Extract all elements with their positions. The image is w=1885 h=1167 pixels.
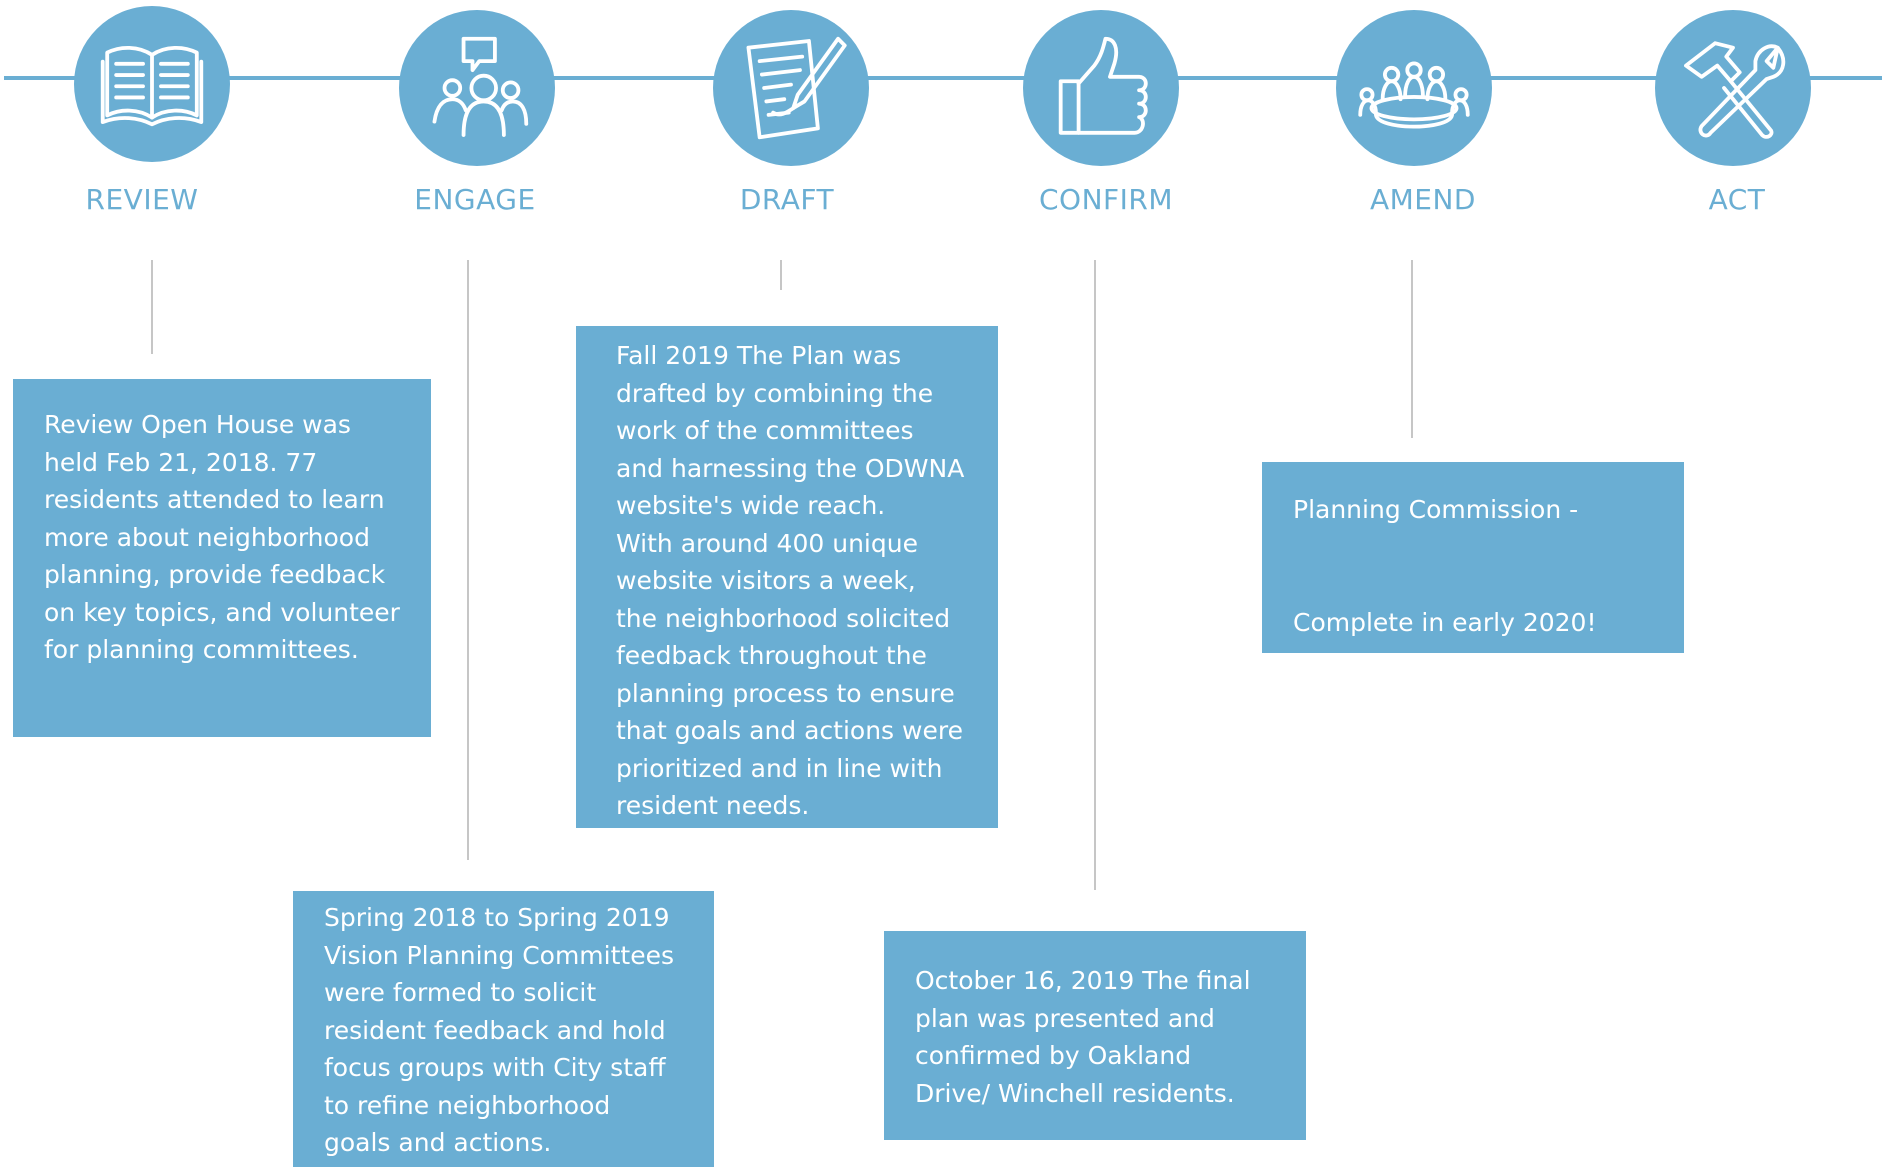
confirm-step-circle (1023, 10, 1179, 166)
step-label-act: ACT (1708, 183, 1766, 216)
confirm-info-box: October 16, 2019 The final plan was pres… (884, 931, 1306, 1140)
review-info-box: Review Open House was held Feb 21, 2018.… (13, 379, 431, 737)
draft-connector (780, 260, 782, 290)
open-book-icon (100, 45, 204, 127)
draft-info-box: Fall 2019 The Plan was drafted by combin… (576, 326, 998, 828)
engage-info-box: Spring 2018 to Spring 2019 Vision Planni… (293, 891, 714, 1167)
act-step-circle (1655, 10, 1811, 166)
people-discussion-icon (432, 36, 529, 137)
step-label-draft: DRAFT (739, 183, 835, 216)
draft-step-circle (713, 10, 869, 166)
step-label-review: REVIEW (85, 183, 199, 216)
confirm-connector (1094, 260, 1096, 890)
review-connector (151, 260, 153, 354)
timeline-line (4, 76, 1882, 80)
step-label-confirm: CONFIRM (1038, 183, 1173, 216)
hammer-wrench-icon (1684, 41, 1786, 139)
step-label-amend: AMEND (1369, 183, 1476, 216)
amend-step-circle (1336, 10, 1492, 166)
people-around-table-icon (1358, 61, 1470, 129)
review-step-circle (74, 6, 230, 162)
engage-connector (467, 260, 469, 860)
thumbs-up-icon (1058, 36, 1148, 135)
amend-connector (1411, 260, 1413, 438)
document-pen-icon (746, 36, 847, 140)
engage-step-circle (399, 10, 555, 166)
step-label-engage: ENGAGE (414, 183, 536, 216)
amend-info-box: Planning Commission - Complete in early … (1262, 462, 1684, 653)
